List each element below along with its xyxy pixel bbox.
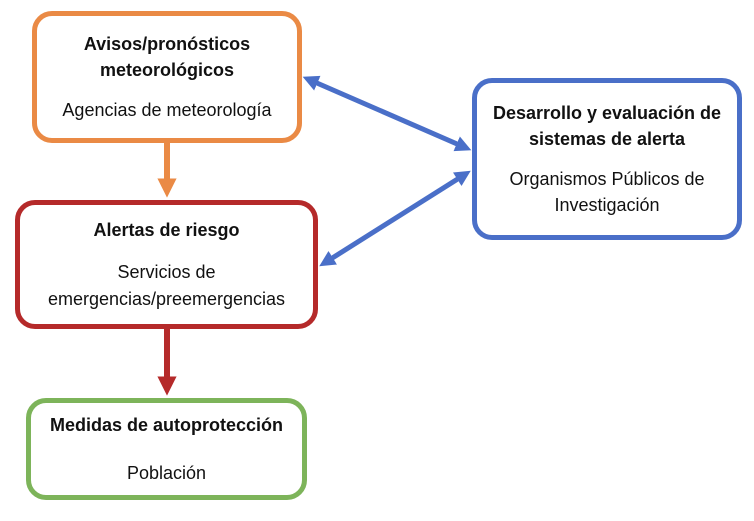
node-subtitle: Agencias de meteorología <box>62 100 272 121</box>
node-subtitle: Servicios de emergencias/preemergencias <box>47 262 286 309</box>
node-alertas-de-riesgo: Alertas de riesgo Servicios de emergenci… <box>15 200 318 329</box>
node-title: Alertas de riesgo <box>93 220 240 241</box>
arrow-avisos-desarrollo <box>302 75 472 152</box>
node-subtitle: Organismos Públicos de Investigación <box>509 169 705 216</box>
node-avisos-pronosticos: Avisos/pronósticos meteorológicos Agenci… <box>32 11 302 143</box>
node-title: Medidas de autoprotección <box>49 414 284 435</box>
node-desarrollo-evaluacion: Desarrollo y evaluación de sistemas de a… <box>472 78 742 240</box>
node-subtitle: Población <box>126 463 207 483</box>
node-medidas-de-autoproteccion: Medidas de autoprotección Población <box>26 398 307 500</box>
arrow-alertas-desarrollo <box>319 170 471 267</box>
node-title: Avisos/pronósticos meteorológicos <box>83 33 251 80</box>
node-title: Desarrollo y evaluación de sistemas de a… <box>492 102 722 149</box>
